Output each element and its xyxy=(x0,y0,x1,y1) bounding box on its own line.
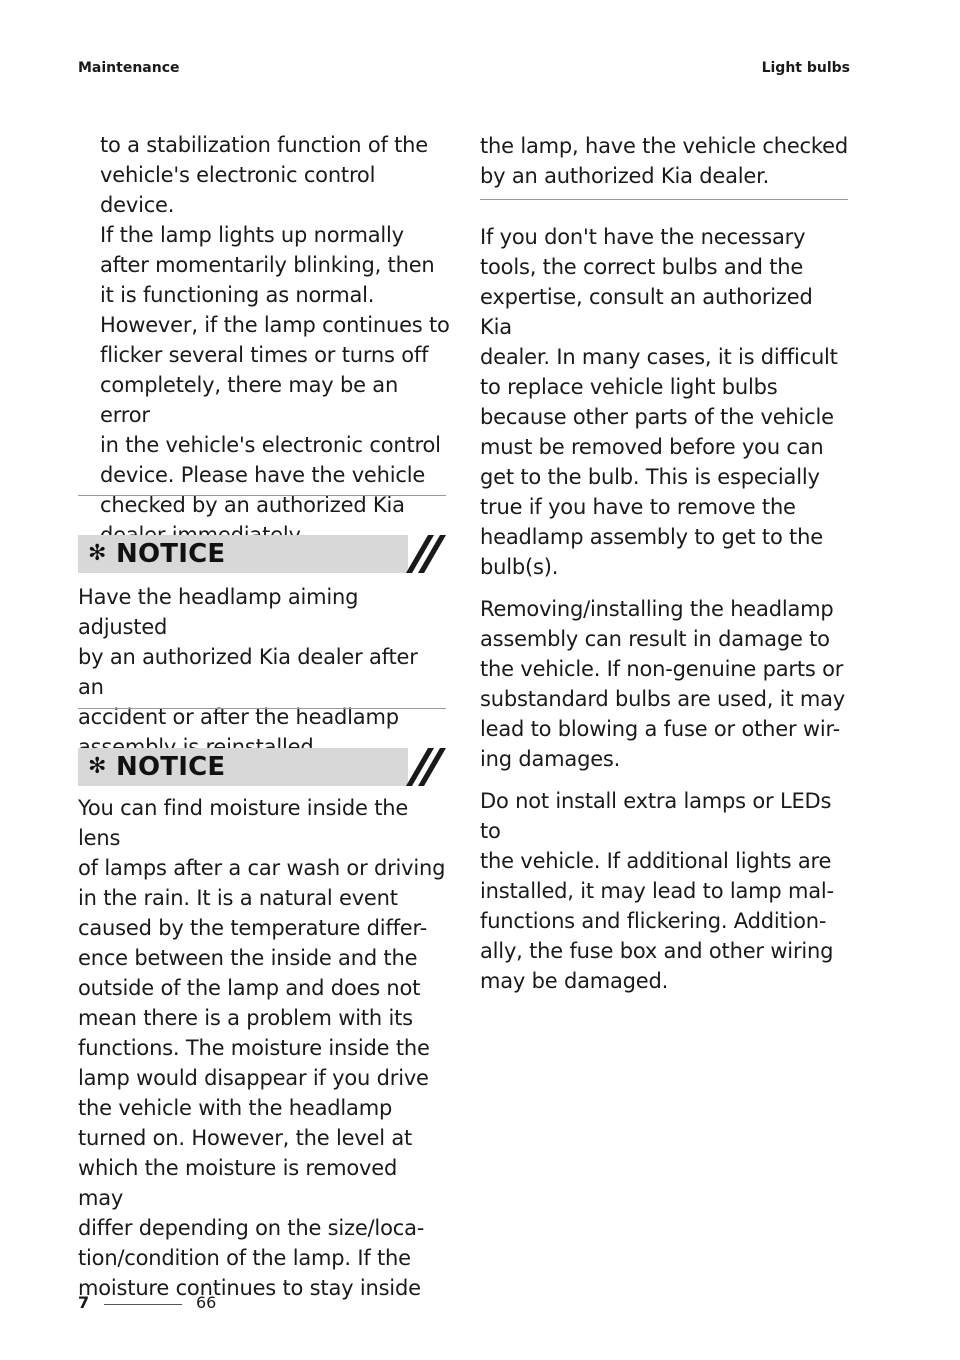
running-header-section: Maintenance xyxy=(78,60,180,76)
text-line: Removing/installing the headlamp xyxy=(480,597,834,621)
text-line: by an authorized Kia dealer. xyxy=(480,164,770,188)
text-line: functions and flickering. Addition- xyxy=(480,909,827,933)
text-line: mean there is a problem with its xyxy=(78,1006,413,1030)
text-line: the vehicle. If additional lights are xyxy=(480,849,832,873)
notice-body: You can find moisture inside the lens of… xyxy=(78,793,448,1303)
warning-continuation-right: the lamp, have the vehicle checked by an… xyxy=(480,131,850,191)
text-line: of lamps after a car wash or driving xyxy=(78,856,446,880)
text-line: Do not install extra lamps or LEDs to xyxy=(480,789,832,843)
text-line: lamp would disappear if you drive xyxy=(78,1066,429,1090)
text-line: flicker several times or turns off xyxy=(100,343,429,367)
text-line: headlamp assembly to get to the xyxy=(480,525,823,549)
text-line: must be removed before you can xyxy=(480,435,824,459)
text-line: true if you have to remove the xyxy=(480,495,796,519)
paragraph: If you don't have the necessary tools, t… xyxy=(480,222,850,582)
text-line: to a stabilization function of the xyxy=(100,133,429,157)
text-line: the lamp, have the vehicle checked xyxy=(480,134,848,158)
text-line: outside of the lamp and does not xyxy=(78,976,421,1000)
notice-bar xyxy=(78,748,408,786)
text-line: completely, there may be an error xyxy=(100,373,399,427)
paragraph: Removing/installing the headlamp assembl… xyxy=(480,594,850,774)
text-line: checked by an authorized Kia xyxy=(100,493,405,517)
text-line: differ depending on the size/loca- xyxy=(78,1216,425,1240)
running-header-topic: Light bulbs xyxy=(761,60,850,76)
section-divider xyxy=(78,495,446,496)
text-line: caused by the temperature differ- xyxy=(78,916,427,940)
text-line: assembly can result in damage to xyxy=(480,627,830,651)
text-line: turned on. However, the level at xyxy=(78,1126,413,1150)
notice-bar xyxy=(78,535,408,573)
text-line: substandard bulbs are used, it may xyxy=(480,687,846,711)
text-line: functions. The moisture inside the xyxy=(78,1036,430,1060)
text-line: by an authorized Kia dealer after an xyxy=(78,645,418,699)
text-line: expertise, consult an authorized Kia xyxy=(480,285,813,339)
text-line: bulb(s). xyxy=(480,555,559,579)
text-line: moisture continues to stay inside xyxy=(78,1276,421,1300)
text-line: device. Please have the vehicle xyxy=(100,463,426,487)
text-line: lead to blowing a fuse or other wir- xyxy=(480,717,840,741)
section-divider xyxy=(480,199,848,200)
text-line: it is functioning as normal. xyxy=(100,283,375,307)
text-line: to replace vehicle light bulbs xyxy=(480,375,778,399)
body-text: If you don't have the necessary tools, t… xyxy=(480,222,850,1008)
text-line: ally, the fuse box and other wiring xyxy=(480,939,834,963)
text-line: the vehicle. If non-genuine parts or xyxy=(480,657,844,681)
text-line: If the lamp lights up normally xyxy=(100,223,404,247)
asterisk-icon: ✻ xyxy=(88,541,107,566)
text-line: vehicle's electronic control device. xyxy=(100,163,376,217)
text-line: after momentarily blinking, then xyxy=(100,253,435,277)
text-line: the vehicle with the headlamp xyxy=(78,1096,393,1120)
asterisk-icon: ✻ xyxy=(88,754,107,779)
text-line: installed, it may lead to lamp mal- xyxy=(480,879,834,903)
page-number: 66 xyxy=(196,1293,217,1312)
text-line: accident or after the headlamp xyxy=(78,705,399,729)
text-line: However, if the lamp continues to xyxy=(100,313,450,337)
text-line: ence between the inside and the xyxy=(78,946,418,970)
text-line: which the moisture is removed may xyxy=(78,1156,398,1210)
text-line: in the vehicle's electronic control xyxy=(100,433,441,457)
text-line: in the rain. It is a natural event xyxy=(78,886,398,910)
text-line: If you don't have the necessary xyxy=(480,225,806,249)
text-line: Have the headlamp aiming adjusted xyxy=(78,585,359,639)
chapter-number: 7 xyxy=(78,1293,90,1312)
text-line: tion/condition of the lamp. If the xyxy=(78,1246,411,1270)
text-line: tools, the correct bulbs and the xyxy=(480,255,804,279)
text-line: may be damaged. xyxy=(480,969,669,993)
notice-title: NOTICE xyxy=(116,539,226,569)
notice-body: Have the headlamp aiming adjusted by an … xyxy=(78,582,448,762)
notice-heading: ✻ NOTICE xyxy=(78,748,446,786)
slash-stripes-icon xyxy=(406,535,446,573)
text-line: get to the bulb. This is especially xyxy=(480,465,820,489)
warning-continuation: to a stabilization function of the vehic… xyxy=(100,130,450,550)
notice-heading: ✻ NOTICE xyxy=(78,535,446,573)
paragraph: Do not install extra lamps or LEDs to th… xyxy=(480,786,850,996)
text-line: ing damages. xyxy=(480,747,621,771)
footer-divider xyxy=(104,1304,182,1305)
notice-title: NOTICE xyxy=(116,752,226,782)
text-line: because other parts of the vehicle xyxy=(480,405,834,429)
section-divider xyxy=(78,708,446,709)
text-line: You can find moisture inside the lens xyxy=(78,796,409,850)
text-line: dealer. In many cases, it is difficult xyxy=(480,345,838,369)
slash-stripes-icon xyxy=(406,748,446,786)
